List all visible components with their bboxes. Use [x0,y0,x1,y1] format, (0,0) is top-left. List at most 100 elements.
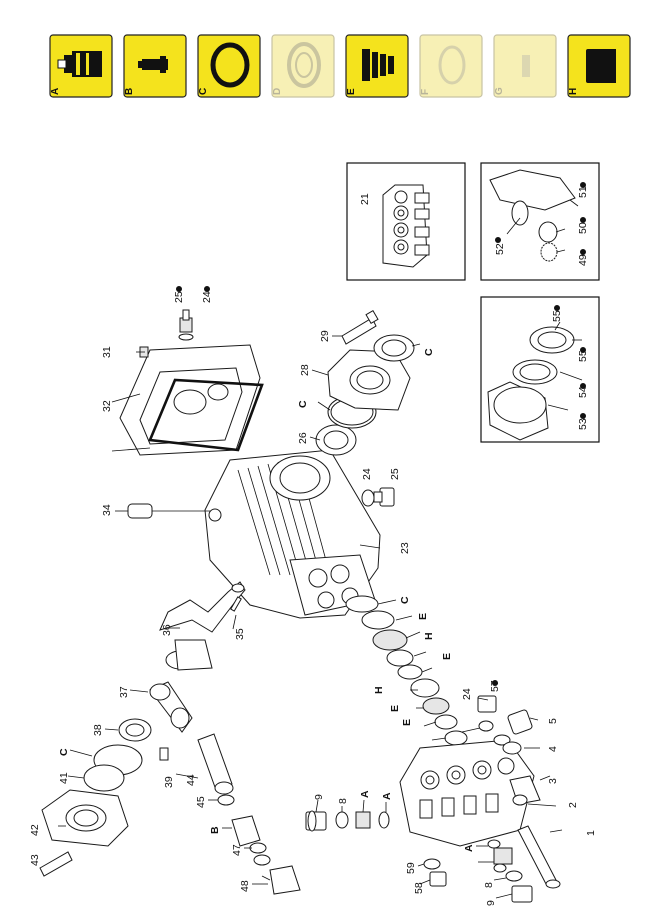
part-label: 2 [567,802,579,808]
part-label: 8 [337,798,349,804]
kit-tile-a[interactable]: A [49,34,113,98]
kit-ref-label: A [463,844,475,852]
kit-tile-f[interactable]: F [419,34,483,98]
retainer-icon [586,49,616,83]
part-label: 1 [585,830,597,836]
connecting-rod-assembly [39,681,193,877]
part-label: 37 [118,686,130,698]
inset-box-valve-kit: 52 50 49 51 [480,162,600,281]
part-label: 29 [319,330,331,342]
part-label: 41 [58,772,70,784]
valve-components [305,799,533,903]
part-label: 9 [485,900,497,906]
part-label: 34 [101,504,113,516]
seal-pack-icon [362,49,394,81]
kit-ref-label: B [209,826,221,834]
part-label: 53 [577,418,589,430]
o-ring-icon [210,42,250,88]
crankshaft [159,581,246,671]
part-label: 51 [577,186,589,198]
part-label: 36 [161,624,173,636]
manifold-detail [382,184,430,268]
part-label: 21 [359,193,371,205]
kit-tile-d[interactable]: D [271,34,335,98]
part-label: 24 [461,688,473,700]
kit-tile-h[interactable]: H [567,34,631,98]
part-label: 32 [101,400,113,412]
part-label: 31 [101,346,113,358]
part-label: 55 [577,350,589,362]
kit-letter: A [50,88,61,95]
kit-letter: E [346,88,357,95]
part-label: 24 [361,468,373,480]
part-label: 38 [92,724,104,736]
kit-ref-label: A [381,792,393,800]
plunger-assembly [175,733,301,895]
pin-icon [522,55,530,77]
inset-box-manifold: 21 [346,162,466,281]
kit-letter: G [494,87,505,95]
kit-letter: H [568,88,579,95]
kit-ref-label: H [423,632,435,640]
part-label: 52 [494,243,506,255]
part-labels: 31 32 25 24 34 36 35 37 38 C 41 42 43 39… [29,286,597,906]
kit-ref-label: E [441,653,453,660]
manifold-head [399,695,563,889]
part-label: 26 [297,432,309,444]
kit-tile-g[interactable]: G [493,34,557,98]
part-label: 25 [389,468,401,480]
kit-ref-label: C [297,400,309,408]
part-label: 3 [547,778,559,784]
seal-pack-chain [345,595,468,746]
crankcase-body [204,449,381,619]
kit-ref-label: H [373,686,385,694]
part-label: 39 [163,776,175,788]
part-label: 35 [234,628,246,640]
kit-letter: C [198,88,209,95]
valve-assembly-icon [57,51,102,77]
part-label: 5 [547,718,559,724]
kit-ref-label: C [423,348,435,356]
kit-ref-label: C [399,596,411,604]
part-label: 59 [405,862,417,874]
part-label: 8 [483,882,495,888]
part-label: 55 [551,310,563,322]
kit-letter: D [272,88,283,95]
part-label: 4 [547,746,559,752]
part-label: 47 [231,844,243,856]
kit-letter: F [420,89,431,95]
part-label: 49 [577,254,589,266]
crankcase-cover [111,309,264,456]
part-label: 28 [299,364,311,376]
part-label: 54 [577,386,589,398]
part-label: 58 [413,882,425,894]
kit-tile-e[interactable]: E [345,34,409,98]
bearing-cover-assembly [309,309,421,456]
kit-ref-label: A [359,790,371,798]
part-label: 25 [173,291,185,303]
ring-icon [438,45,466,85]
part-label: 45 [195,796,207,808]
part-label: 50 [577,222,589,234]
part-label: 9 [313,794,325,800]
kit-tile-c[interactable]: C [197,34,261,98]
part-label: 43 [29,854,41,866]
part-label: 44 [185,774,197,786]
kit-ref-label: E [389,705,401,712]
part-label: 42 [29,824,41,836]
kit-letter: B [124,88,135,95]
dipstick [115,503,210,519]
part-label: 23 [399,542,411,554]
part-label: 24 [201,291,213,303]
part-label: 48 [239,880,251,892]
kit-tile-b[interactable]: B [123,34,187,98]
kit-ref-label: E [417,613,429,620]
drain-plug-center [361,487,395,507]
kit-ref-label: E [401,719,413,726]
piston-rod-icon [138,56,168,73]
part-label: 57 [489,680,501,692]
bearing-icon [287,42,321,88]
kit-ref-label: C [58,748,70,756]
